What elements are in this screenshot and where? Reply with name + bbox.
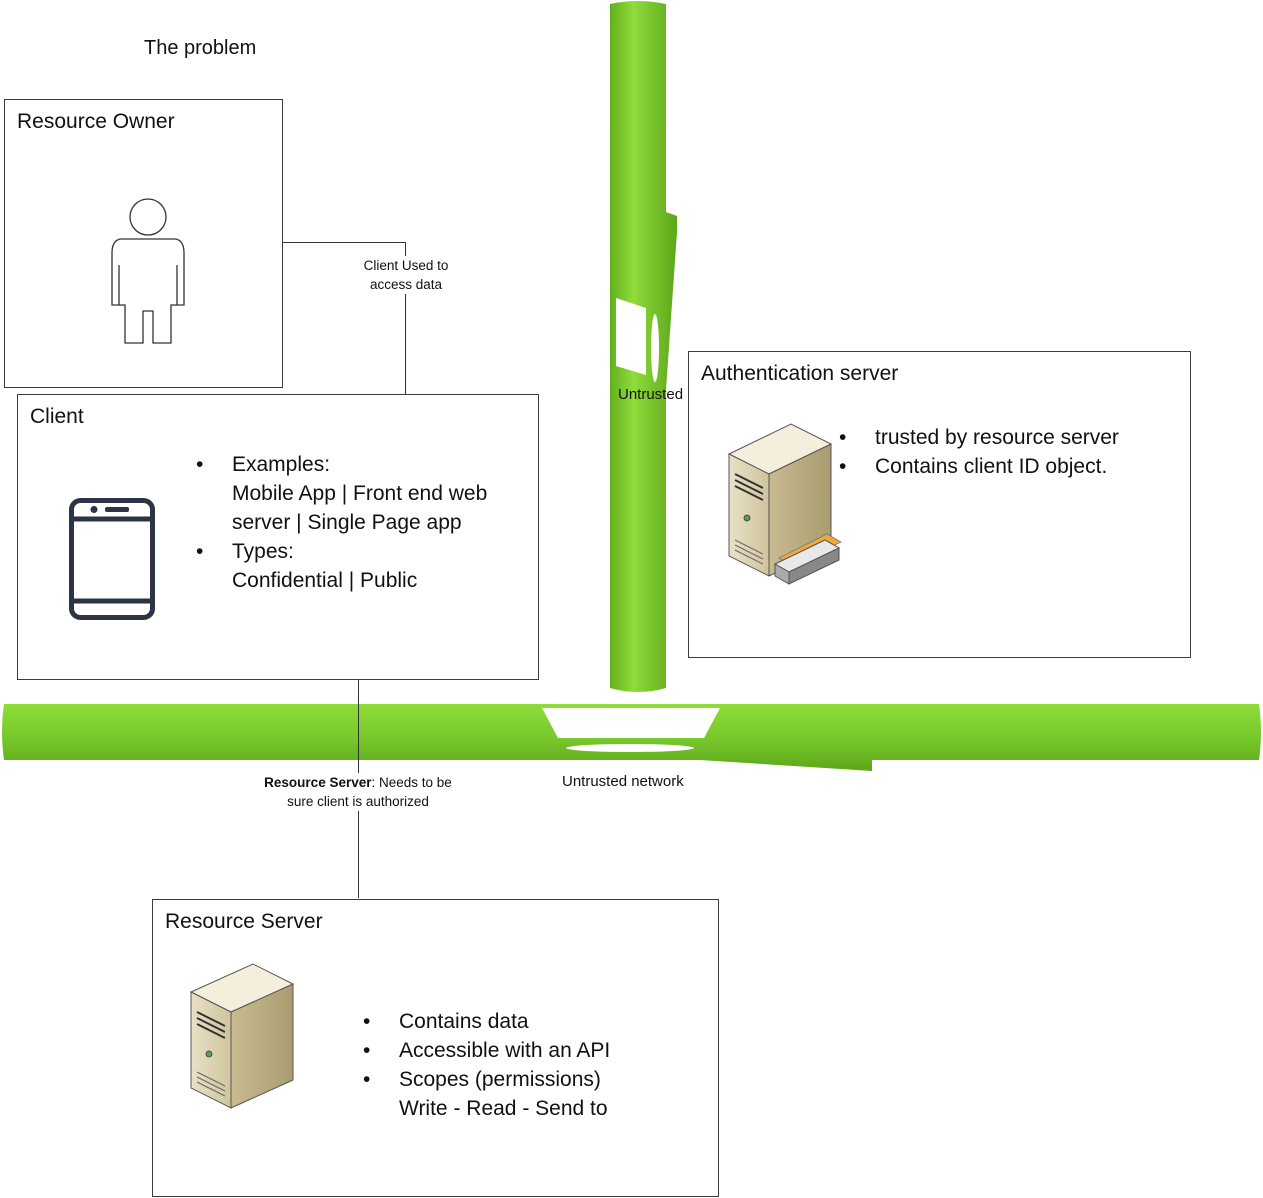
resource-owner-box: Resource Owner [4, 99, 283, 388]
resource-bullet-api: Accessible with an API [363, 1036, 703, 1065]
auth-server-bullets: trusted by resource server Contains clie… [839, 423, 1179, 481]
resource-server-bullets: Contains data Accessible with an API Sco… [363, 1007, 703, 1123]
resource-bullet-scopes: Scopes (permissions) Write - Read - Send… [363, 1065, 703, 1123]
client-title: Client [30, 405, 84, 428]
client-bullet-examples: Examples: Mobile App | Front end web ser… [196, 450, 526, 537]
page-title: The problem [144, 37, 257, 59]
mobile-phone-icon [69, 498, 155, 620]
resource-server-title: Resource Server [165, 910, 323, 933]
resource-server-connector-label: Resource Server: Needs to be sure client… [246, 773, 470, 811]
connector-client-resource [358, 636, 359, 898]
client-box: Client Examples: Mobile App | Front end … [17, 394, 539, 680]
resource-server-box: Resource Server Contains data Accessible… [152, 899, 719, 1197]
connector-owner-vertical [405, 242, 406, 430]
auth-server-box: Authentication server trusted by resourc… [688, 351, 1191, 658]
auth-bullet-trusted: trusted by resource server [839, 423, 1179, 452]
client-used-label: Client Used to access data [336, 256, 476, 294]
client-bullets: Examples: Mobile App | Front end web ser… [196, 450, 526, 595]
server-icon [189, 963, 295, 1109]
auth-bullet-client-id: Contains client ID object. [839, 452, 1179, 481]
horizontal-network-label: Untrusted network [562, 773, 684, 790]
connector-owner-horizontal [282, 242, 406, 243]
resource-server-rest-label: : Needs to be sure client is authorized [287, 775, 452, 809]
resource-bullet-data: Contains data [363, 1007, 703, 1036]
horizontal-network-pipe [2, 704, 1261, 771]
auth-server-title: Authentication server [701, 362, 899, 385]
person-icon [111, 198, 185, 344]
vertical-network-pipe [610, 1, 677, 692]
resource-owner-title: Resource Owner [17, 110, 175, 133]
client-bullet-types: Types: Confidential | Public [196, 537, 526, 595]
server-with-key-icon [727, 423, 842, 585]
resource-server-bold-label: Resource Server [264, 775, 372, 790]
